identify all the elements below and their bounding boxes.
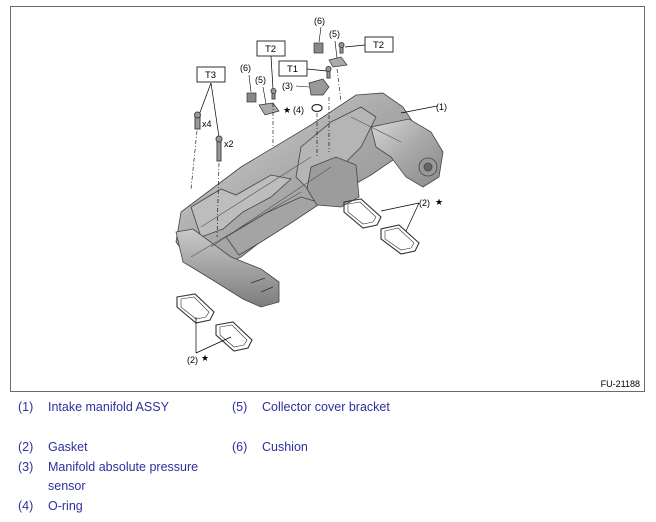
callout-6-left: (6) <box>240 63 251 73</box>
legend-text: Cushion <box>262 440 308 454</box>
callout-4: (4) <box>293 105 304 115</box>
torque-box-t1: T1 <box>278 60 308 77</box>
intake-manifold-assy <box>175 92 444 308</box>
callout-2-left: (2) <box>187 355 198 365</box>
gasket-leaders <box>195 202 420 354</box>
map-sensor <box>308 78 330 96</box>
bolt-t2-left <box>270 88 277 100</box>
legend-text: O-ring <box>48 499 83 513</box>
legend-text: Manifold absolute pressure sensor <box>48 460 199 493</box>
callout-1: (1) <box>436 102 447 112</box>
svg-text:T1: T1 <box>287 64 298 75</box>
legend-number: (2) <box>18 440 34 454</box>
star-marker-right: ★ <box>435 197 443 207</box>
qty-x4: x4 <box>202 119 212 129</box>
star-marker-left: ★ <box>201 353 209 363</box>
bolt-t2-right <box>338 42 345 54</box>
qty-x2: x2 <box>224 139 234 149</box>
legend-number: (3) <box>18 460 34 474</box>
torque-box-t3: T3 <box>196 66 226 83</box>
svg-text:T2: T2 <box>265 44 276 55</box>
bolt-x2 <box>215 135 223 162</box>
figure-id: FU-21188 <box>600 379 640 389</box>
svg-text:T3: T3 <box>205 70 216 81</box>
callout-5-left: (5) <box>255 75 266 85</box>
callout-6-right: (6) <box>314 16 325 26</box>
legend-number: (6) <box>232 440 248 454</box>
legend-text: Collector cover bracket <box>262 400 390 414</box>
torque-box-t2-right: T2 <box>364 36 394 53</box>
collector-bracket-left <box>258 102 280 116</box>
svg-text:T2: T2 <box>373 40 384 51</box>
gasket-upper-right <box>343 198 420 255</box>
legend-number: (1) <box>18 400 34 414</box>
gasket-lower-left <box>176 293 253 352</box>
cushion-right <box>313 42 324 54</box>
parts-legend: (1) Intake manifold ASSY (2) Gasket (3) … <box>0 396 656 522</box>
bolt-x4 <box>194 111 201 130</box>
star-marker-oring: ★ <box>283 105 291 115</box>
torque-box-t2-left: T2 <box>256 40 286 57</box>
cushion-left <box>246 92 257 103</box>
collector-bracket-right <box>328 56 348 68</box>
o-ring <box>311 103 323 113</box>
legend-number: (4) <box>18 499 34 513</box>
intake-manifold-diagram: (1) (2) ★ (2) ★ T3 x4 x2 (6) (5) <box>175 16 447 365</box>
callout-5-right: (5) <box>329 29 340 39</box>
legend-text: Intake manifold ASSY <box>48 400 169 414</box>
callout-2-right: (2) <box>419 198 430 208</box>
bolt-t1 <box>325 66 332 79</box>
legend-number: (5) <box>232 400 248 414</box>
legend-text: Gasket <box>48 440 88 454</box>
callout-3: (3) <box>282 81 293 91</box>
exploded-view-figure: (1) (2) ★ (2) ★ T3 x4 x2 (6) (5) <box>10 6 645 392</box>
